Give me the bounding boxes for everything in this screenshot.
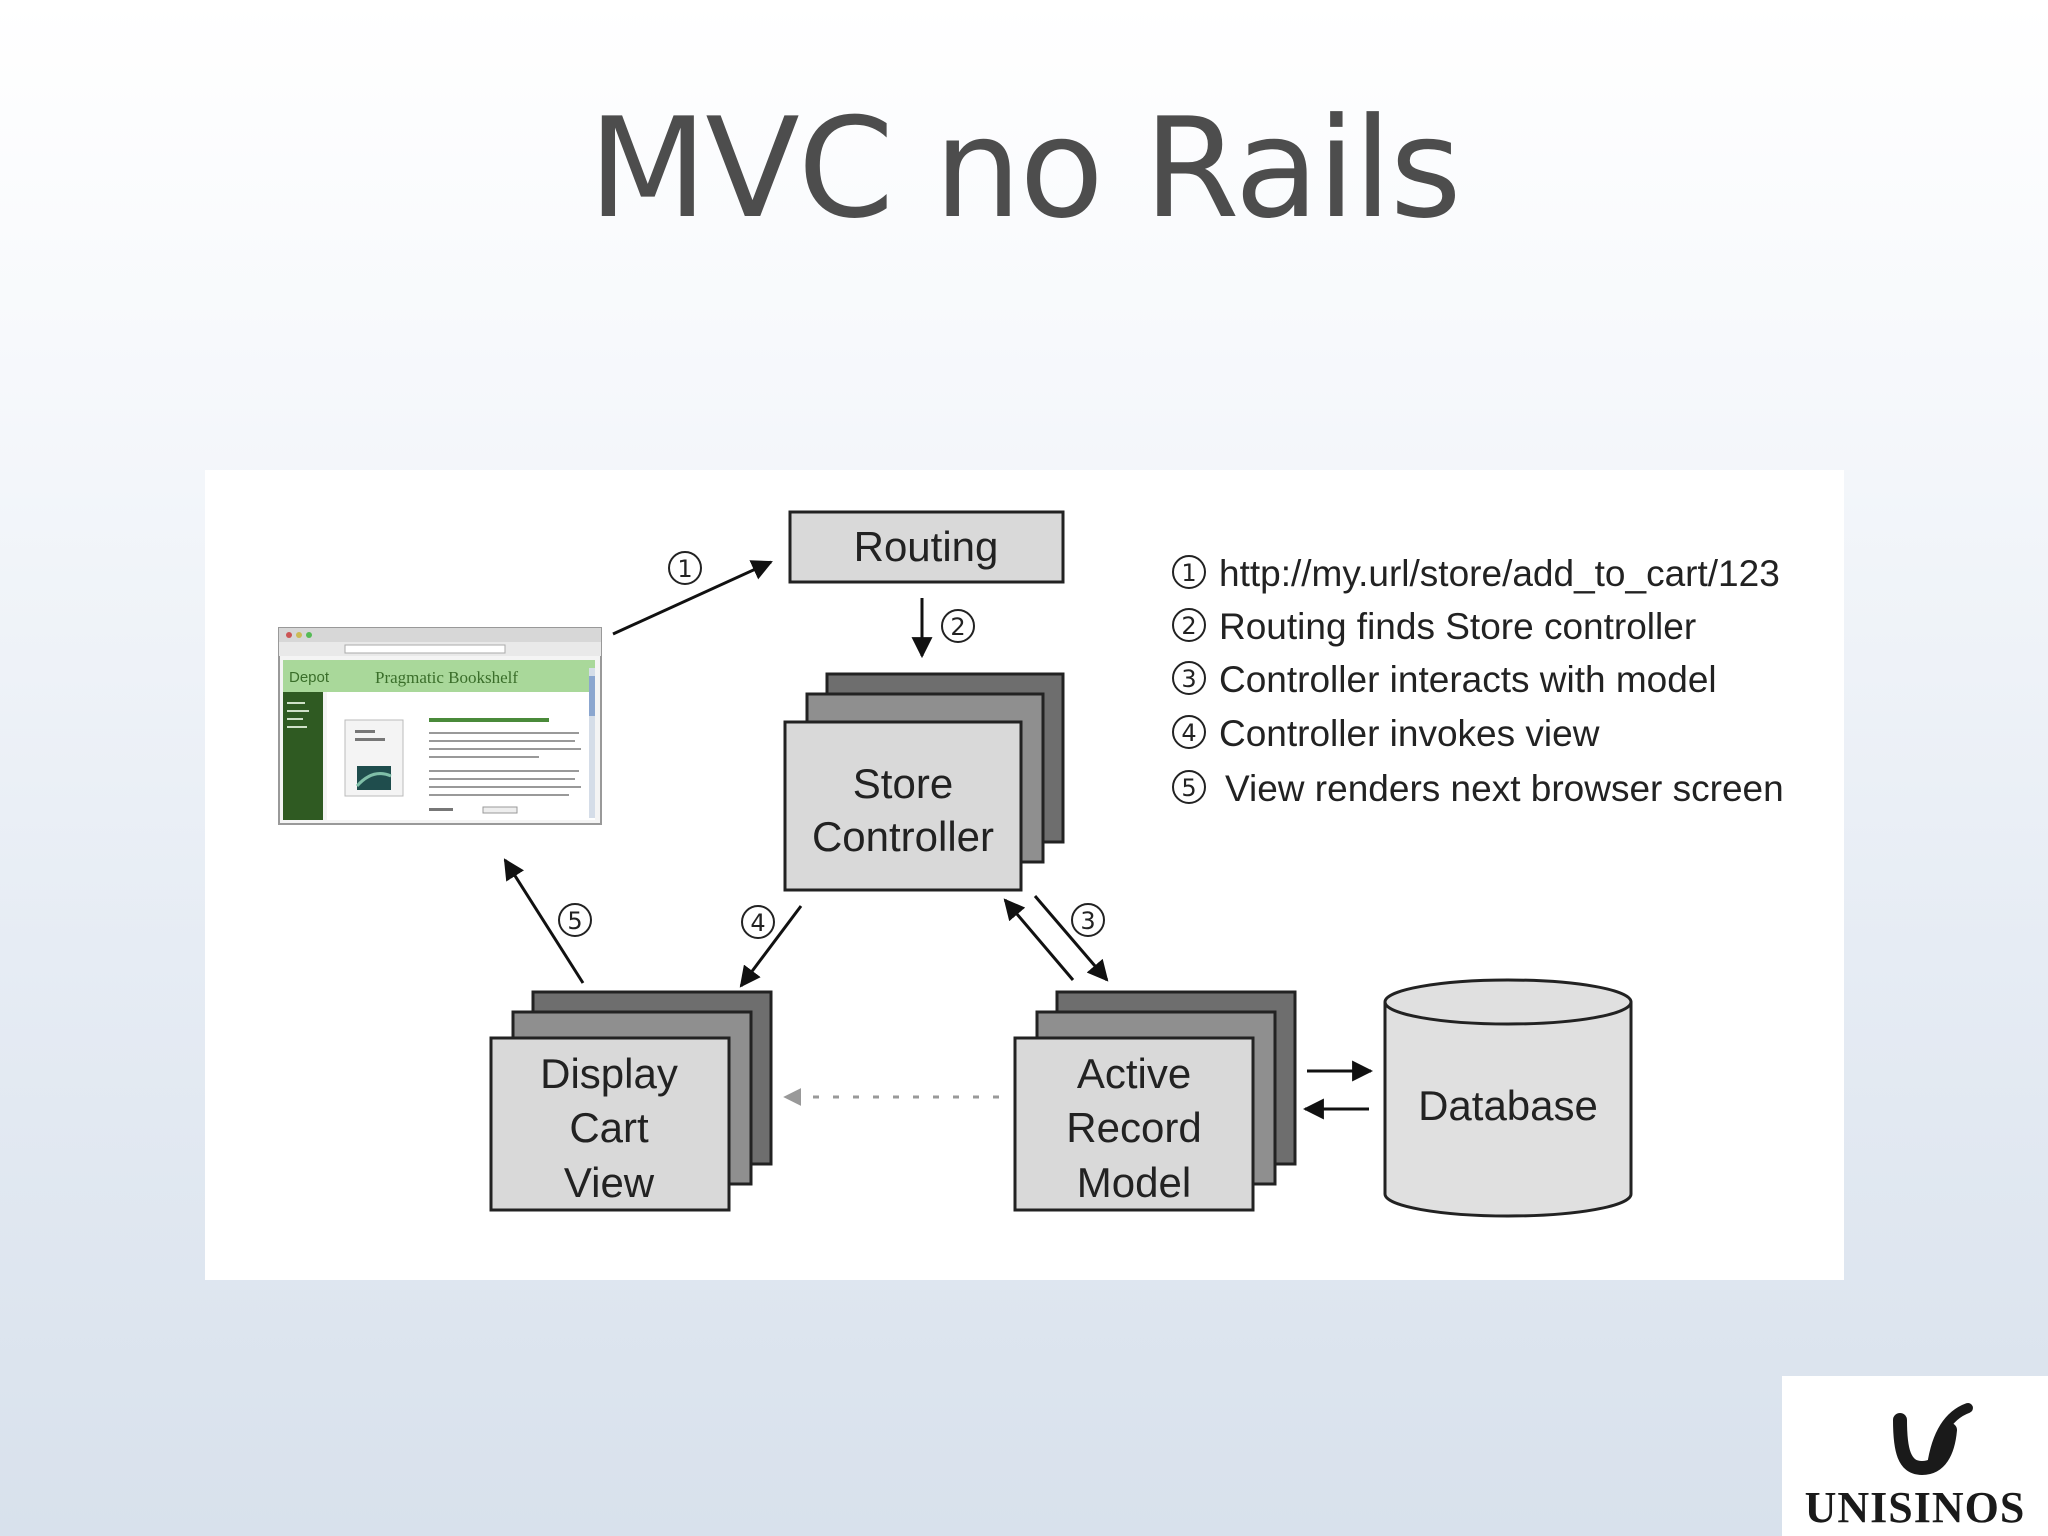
legend-item-5: 5 View renders next browser screen <box>1172 768 1784 809</box>
model-label-line2: Record <box>1066 1104 1201 1151</box>
svg-text:5: 5 <box>567 907 582 935</box>
view-label-line2: Cart <box>569 1104 649 1151</box>
svg-text:2: 2 <box>1181 612 1196 640</box>
model-label-line3: Model <box>1077 1159 1191 1206</box>
arrow-view-to-browser <box>503 858 585 984</box>
step-marker-3: 3 <box>1071 903 1105 937</box>
arrow-model-to-controller <box>1003 898 1075 981</box>
window-close-icon <box>286 632 292 638</box>
site-header-bar <box>283 660 595 692</box>
legend: 1 http://my.url/store/add_to_cart/123 2 … <box>1172 553 1784 809</box>
database-cylinder: Database <box>1383 978 1633 1218</box>
site-sidebar <box>283 692 323 820</box>
svg-text:3: 3 <box>1181 665 1196 693</box>
view-label-line1: Display <box>540 1050 678 1097</box>
active-record-model-box: Active Record Model <box>1013 990 1297 1212</box>
site-logo-text: Depot <box>289 669 330 686</box>
svg-text:1: 1 <box>677 555 692 583</box>
svg-text:Controller interacts with mode: Controller interacts with model <box>1219 659 1717 700</box>
legend-item-3: 3 Controller interacts with model <box>1172 659 1717 700</box>
step-marker-1: 1 <box>668 551 702 585</box>
routing-label: Routing <box>854 523 999 570</box>
step-marker-5: 5 <box>558 903 592 937</box>
view-label-line3: View <box>564 1159 655 1206</box>
controller-label-line1: Store <box>853 760 953 807</box>
routing-box: Routing <box>788 510 1065 584</box>
database-label: Database <box>1418 1082 1598 1129</box>
svg-text:2: 2 <box>950 613 965 641</box>
slide-title: MVC no Rails <box>588 88 1461 249</box>
svg-text:View renders next browser scre: View renders next browser screen <box>1225 768 1784 809</box>
mvc-diagram: Depot Pragmatic Bookshelf <box>205 470 1844 1280</box>
svg-text:1: 1 <box>1181 559 1196 587</box>
legend-item-1: 1 http://my.url/store/add_to_cart/123 <box>1172 553 1780 594</box>
svg-text:4: 4 <box>1181 719 1196 747</box>
legend-item-4: 4 Controller invokes view <box>1172 713 1600 754</box>
controller-label-line2: Controller <box>812 813 994 860</box>
diagram-canvas: Depot Pragmatic Bookshelf <box>278 510 1784 1218</box>
svg-text:Routing finds Store controller: Routing finds Store controller <box>1219 606 1696 647</box>
svg-text:Controller invokes view: Controller invokes view <box>1219 713 1600 754</box>
store-controller-box: Store Controller <box>783 672 1065 892</box>
step-marker-4: 4 <box>741 905 775 939</box>
unisinos-mark-icon <box>1893 1403 1973 1476</box>
model-label-line1: Active <box>1077 1050 1191 1097</box>
svg-text:4: 4 <box>750 909 765 937</box>
arrow-controller-to-model <box>1033 895 1109 982</box>
unisinos-logo: UNISINOS <box>1782 1376 2048 1536</box>
window-minimize-icon <box>296 632 302 638</box>
browser-window-thumbnail: Depot Pragmatic Bookshelf <box>278 627 602 825</box>
legend-item-2: 2 Routing finds Store controller <box>1172 606 1696 647</box>
svg-text:5: 5 <box>1181 774 1196 802</box>
step-marker-2: 2 <box>941 609 975 643</box>
arrow-controller-to-view <box>739 905 803 988</box>
display-cart-view-box: Display Cart View <box>489 990 773 1212</box>
window-zoom-icon <box>306 632 312 638</box>
site-header-title: Pragmatic Bookshelf <box>375 668 518 687</box>
svg-text:3: 3 <box>1080 907 1095 935</box>
svg-text:http://my.url/store/add_to_car: http://my.url/store/add_to_cart/123 <box>1219 553 1780 594</box>
unisinos-wordmark: UNISINOS <box>1804 1483 2026 1532</box>
arrow-browser-to-routing <box>612 560 773 636</box>
